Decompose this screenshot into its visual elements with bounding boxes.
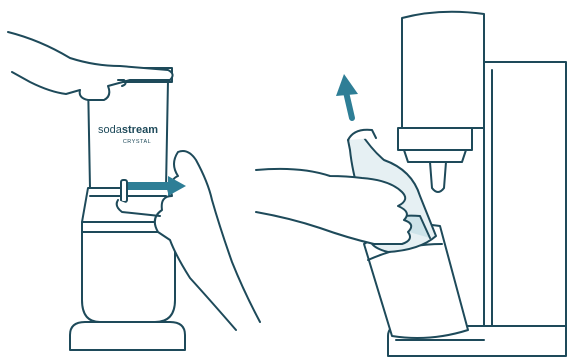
left-panel: sodastream CRYSTAL [8, 32, 260, 350]
machine-lower-body-left [82, 222, 175, 322]
brand-model: CRYSTAL [123, 139, 151, 145]
machine-base-left [70, 322, 185, 350]
machine-back-column-right [484, 62, 566, 350]
machine-head-right [402, 12, 484, 128]
right-panel [256, 12, 566, 356]
head-connector [398, 128, 472, 150]
lock-lever [121, 180, 127, 202]
lift-arrow [336, 74, 358, 118]
nozzle [430, 162, 446, 192]
brand-logo: sodastream [98, 124, 158, 136]
